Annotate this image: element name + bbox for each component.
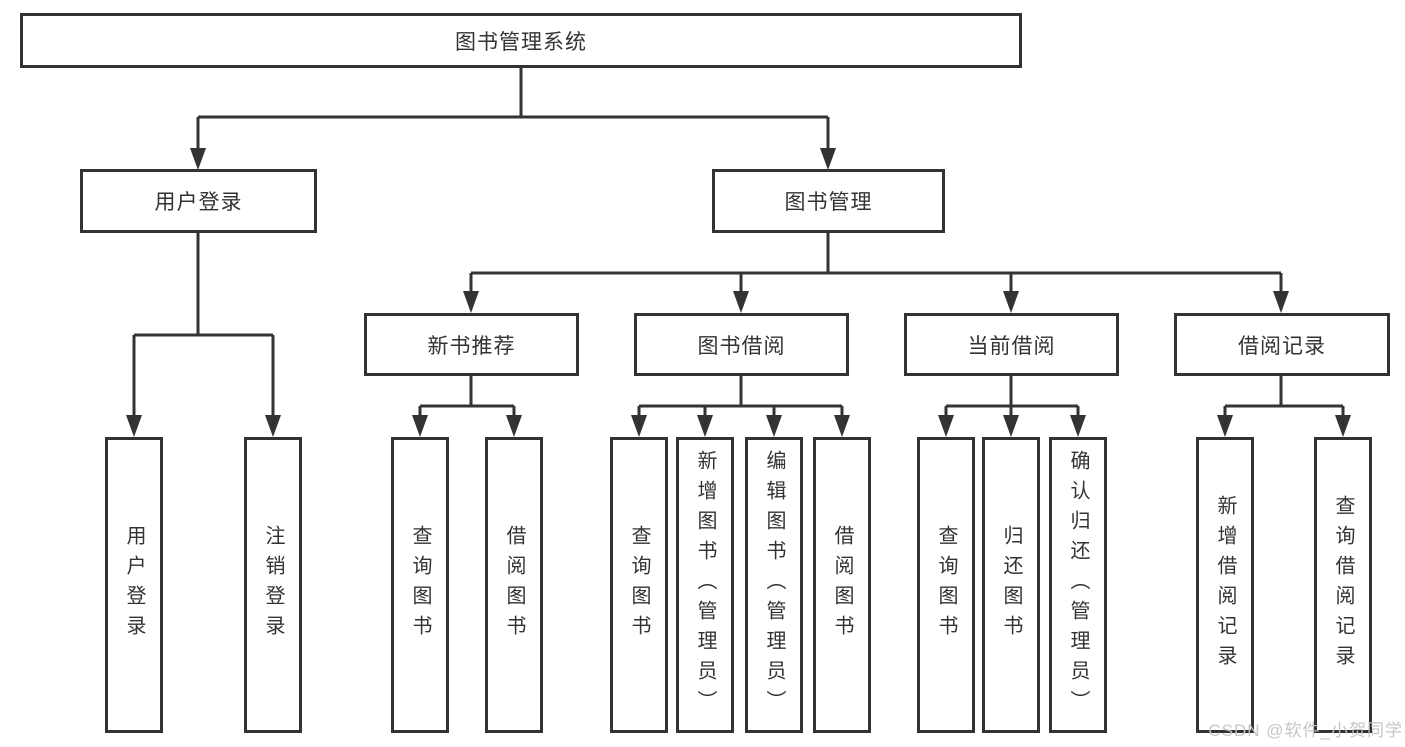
leaf-return-book: 归还图书 (982, 437, 1040, 733)
node-user-login-label: 用户登录 (154, 191, 243, 214)
connector-book-borrow-to-leaves (631, 376, 850, 437)
leaf-user-login-label: 用户登录 (123, 525, 145, 645)
leaf-add-borrow-record-label: 新增借阅记录 (1214, 495, 1236, 675)
leaf-confirm-return-admin: 确认归还（管理员） (1049, 437, 1107, 733)
connector-book-management-to-level3 (463, 233, 1289, 313)
leaf-query-book-1-label: 查询图书 (409, 525, 431, 645)
leaf-add-borrow-record: 新增借阅记录 (1196, 437, 1254, 733)
leaf-query-book-2-label: 查询图书 (628, 525, 650, 645)
leaf-return-book-label: 归还图书 (1000, 525, 1022, 645)
node-root-label: 图书管理系统 (455, 30, 587, 54)
leaf-query-book-3-label: 查询图书 (935, 525, 957, 645)
leaf-add-book-admin-label: 新增图书（管理员） (694, 450, 716, 720)
node-borrow-record-label: 借阅记录 (1238, 334, 1326, 358)
node-new-book-recommend-label: 新书推荐 (427, 334, 516, 358)
node-current-borrow-label: 当前借阅 (967, 334, 1056, 358)
connector-new-book-to-leaves (412, 376, 522, 437)
leaf-edit-book-admin-label: 编辑图书（管理员） (763, 450, 785, 720)
leaf-borrow-book-1-label: 借阅图书 (503, 525, 525, 645)
leaf-edit-book-admin: 编辑图书（管理员） (745, 437, 803, 733)
leaf-borrow-book-2: 借阅图书 (813, 437, 871, 733)
node-book-management: 图书管理 (712, 169, 945, 233)
node-borrow-record: 借阅记录 (1174, 313, 1390, 376)
leaf-query-borrow-record-label: 查询借阅记录 (1332, 495, 1354, 675)
leaf-user-login: 用户登录 (105, 437, 163, 733)
connector-current-borrow-to-leaves (938, 376, 1086, 437)
leaf-query-book-2: 查询图书 (610, 437, 668, 733)
leaf-query-borrow-record: 查询借阅记录 (1314, 437, 1372, 733)
leaf-query-book-1: 查询图书 (391, 437, 449, 733)
leaf-query-book-3: 查询图书 (917, 437, 975, 733)
node-user-login: 用户登录 (80, 169, 317, 233)
node-book-management-label: 图书管理 (784, 191, 873, 214)
leaf-borrow-book-1: 借阅图书 (485, 437, 543, 733)
node-root: 图书管理系统 (20, 13, 1022, 68)
node-book-borrow-label: 图书借阅 (697, 334, 786, 358)
connector-root-to-level2 (190, 68, 836, 170)
leaf-add-book-admin: 新增图书（管理员） (676, 437, 734, 733)
leaf-logout-label: 注销登录 (262, 525, 284, 645)
connector-user-login-to-leaves (126, 233, 281, 437)
node-current-borrow: 当前借阅 (904, 313, 1119, 376)
leaf-logout: 注销登录 (244, 437, 302, 733)
node-new-book-recommend: 新书推荐 (364, 313, 579, 376)
leaf-borrow-book-2-label: 借阅图书 (831, 525, 853, 645)
node-book-borrow: 图书借阅 (634, 313, 849, 376)
leaf-confirm-return-admin-label: 确认归还（管理员） (1067, 450, 1089, 720)
connector-borrow-record-to-leaves (1217, 376, 1351, 437)
watermark: CSDN @软件_小贺同学 (1208, 721, 1403, 740)
